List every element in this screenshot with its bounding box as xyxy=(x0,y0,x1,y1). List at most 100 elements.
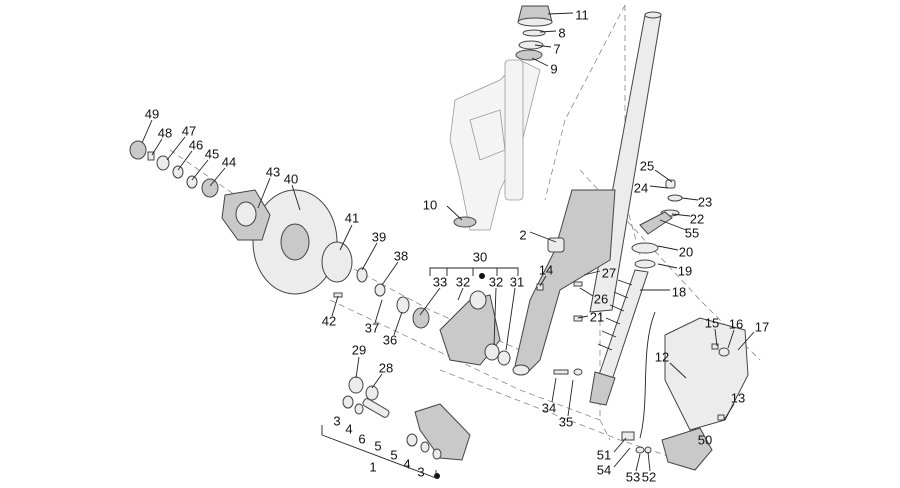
callout-c55: 55 xyxy=(685,225,699,240)
callout-c52: 52 xyxy=(642,469,656,484)
leader-line-c27 xyxy=(583,270,601,276)
callout-c24: 24 xyxy=(634,180,648,195)
mudguard-cover xyxy=(664,317,749,431)
leader-line-c36 xyxy=(393,311,403,336)
part-2-spring xyxy=(547,237,565,253)
part-10-washer xyxy=(453,216,477,228)
pivot-arm-assembly xyxy=(342,376,471,479)
leader-line-c34 xyxy=(551,377,557,403)
leader-line-c40 xyxy=(291,184,301,211)
leader-line-c7 xyxy=(534,44,552,48)
callout-c4a: 4 xyxy=(345,421,352,436)
callout-c36: 36 xyxy=(383,332,397,347)
small-fasteners xyxy=(333,281,730,421)
leader-line-c51 xyxy=(613,437,627,453)
leader-line-c48 xyxy=(151,138,163,156)
callout-c29: 29 xyxy=(352,342,366,357)
callout-c19: 19 xyxy=(678,263,692,278)
callout-c47: 47 xyxy=(182,123,196,138)
callout-c1: 1 xyxy=(369,459,376,474)
leader-line-c41 xyxy=(339,224,353,251)
callout-c34: 34 xyxy=(542,400,556,415)
leader-line-c17 xyxy=(737,331,755,351)
callout-c43: 43 xyxy=(266,164,280,179)
leader-line-c2 xyxy=(529,231,557,243)
callout-c49: 49 xyxy=(145,106,159,121)
callout-c27: 27 xyxy=(602,265,616,280)
leader-line-c47 xyxy=(166,136,186,161)
leader-line-c37 xyxy=(374,299,383,324)
wheel-hub xyxy=(221,189,271,241)
leader-line-c44 xyxy=(209,167,226,187)
callout-c8: 8 xyxy=(558,25,565,40)
callout-c22: 22 xyxy=(690,211,704,226)
callout-c53: 53 xyxy=(626,469,640,484)
callout-c45: 45 xyxy=(205,146,219,161)
tone-ring xyxy=(321,241,353,283)
leader-line-c35 xyxy=(567,379,574,417)
callout-c15: 15 xyxy=(705,315,719,330)
frame-steering-head-ghost xyxy=(449,59,541,231)
callout-c16: 16 xyxy=(729,316,743,331)
leader-line-c16 xyxy=(727,329,735,349)
leader-line-c39 xyxy=(361,242,378,271)
leader-line-c26 xyxy=(579,287,594,297)
callout-c7: 7 xyxy=(553,41,560,56)
leader-line-c21 xyxy=(577,315,589,319)
top-bearing-stack xyxy=(515,5,553,61)
leader-line-c52 xyxy=(647,451,651,472)
callout-c14: 14 xyxy=(539,262,553,277)
fork-tube xyxy=(512,11,662,376)
callout-c25: 25 xyxy=(640,158,654,173)
leader-line-c54 xyxy=(613,447,631,468)
callout-c46: 46 xyxy=(189,137,203,152)
brake-hose-sensor xyxy=(621,311,713,471)
leader-line-c12 xyxy=(669,362,687,379)
leader-line-c9 xyxy=(531,57,549,67)
callout-c4b: 4 xyxy=(403,456,410,471)
callout-c35: 35 xyxy=(559,414,573,429)
callout-leaders xyxy=(141,12,755,472)
callout-c39: 39 xyxy=(372,229,386,244)
callout-c44: 44 xyxy=(222,154,236,169)
bracket-1 xyxy=(321,425,437,479)
callout-c18: 18 xyxy=(672,284,686,299)
leader-line-c28 xyxy=(371,373,383,389)
callout-c26: 26 xyxy=(594,291,608,306)
callout-c5b: 5 xyxy=(390,447,397,462)
callout-c32a: 32 xyxy=(456,274,470,289)
bracket-30 xyxy=(429,267,519,276)
callout-c2: 2 xyxy=(519,227,526,242)
leader-line-c32b xyxy=(493,287,497,346)
leader-line-c24 xyxy=(649,185,669,189)
callout-c9: 9 xyxy=(550,61,557,76)
leader-line-c15 xyxy=(714,328,718,347)
callout-c50: 50 xyxy=(698,432,712,447)
callout-c38: 38 xyxy=(394,248,408,263)
leader-line-c55 xyxy=(659,219,687,231)
leader-line-c31 xyxy=(505,287,516,351)
callout-c54: 54 xyxy=(597,462,611,477)
leader-line-c29 xyxy=(355,356,360,379)
callout-c41: 41 xyxy=(345,210,359,225)
callout-c23: 23 xyxy=(698,194,712,209)
callout-c6: 6 xyxy=(358,431,365,446)
callout-c51: 51 xyxy=(597,447,611,462)
callout-c31: 31 xyxy=(510,274,524,289)
bearing-stack-mid xyxy=(356,267,430,329)
callout-c5a: 5 xyxy=(374,438,381,453)
callout-c33: 33 xyxy=(433,274,447,289)
leader-line-c14 xyxy=(539,275,547,287)
callout-c28: 28 xyxy=(379,360,393,375)
hub-spacers xyxy=(129,140,219,198)
leader-line-c8 xyxy=(539,30,557,33)
callout-c10: 10 xyxy=(423,197,437,212)
callout-c48: 48 xyxy=(158,125,172,140)
callout-c17: 17 xyxy=(755,319,769,334)
leader-line-c46 xyxy=(177,150,193,171)
leader-line-c10 xyxy=(446,205,463,221)
upper-mount-parts xyxy=(639,179,683,235)
callout-c12: 12 xyxy=(655,349,669,364)
shock-absorber xyxy=(589,242,659,406)
